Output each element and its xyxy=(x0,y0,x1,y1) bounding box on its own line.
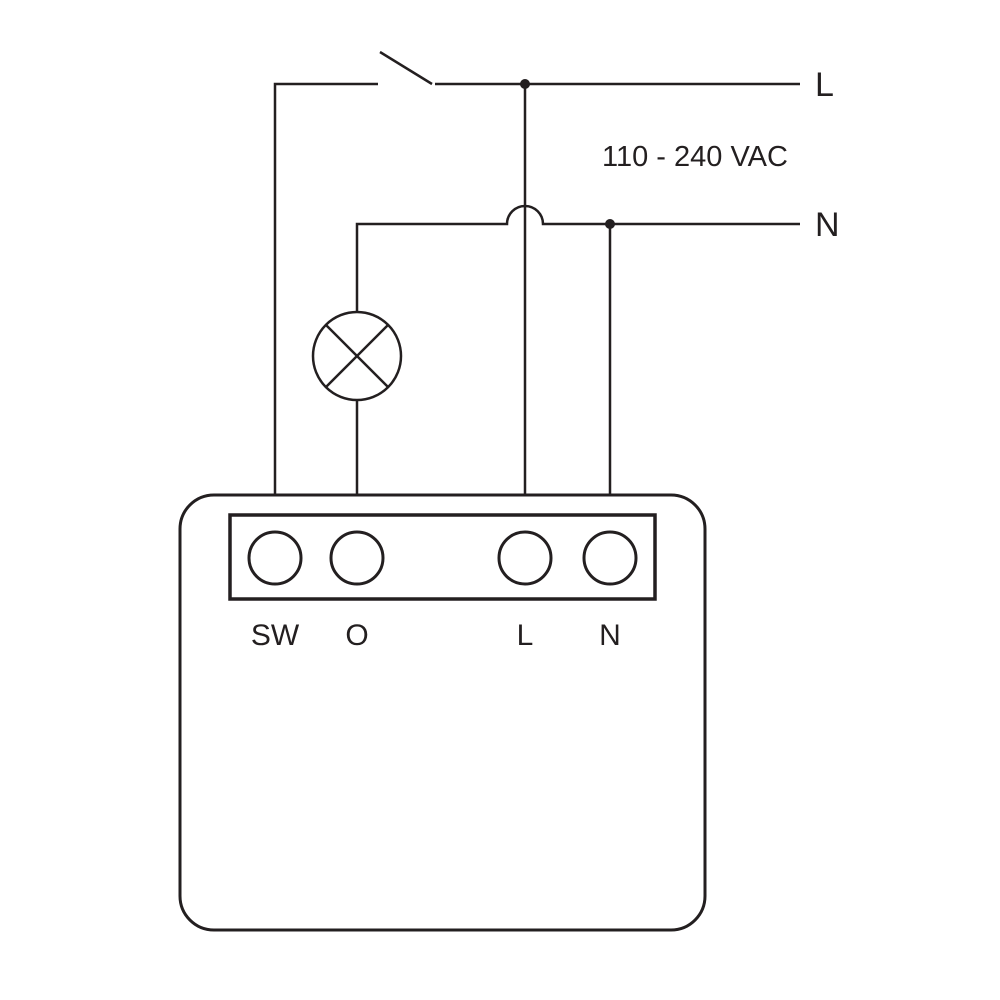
terminal-sw xyxy=(247,530,303,586)
relay-module xyxy=(178,493,707,932)
terminal-label-o: O xyxy=(345,619,368,652)
terminal-label-l: L xyxy=(517,619,534,652)
neutral-line xyxy=(355,204,800,495)
lamp-icon xyxy=(311,310,403,402)
terminal-n xyxy=(582,530,638,586)
terminal-block xyxy=(228,513,657,601)
live-line-label: L xyxy=(815,66,834,104)
terminal-label-n: N xyxy=(599,619,621,652)
terminal-l xyxy=(497,530,553,586)
wall-switch xyxy=(273,50,433,495)
terminal-o xyxy=(329,530,385,586)
voltage-label: 110 - 240 VAC xyxy=(602,141,788,173)
terminal-label-sw: SW xyxy=(251,619,300,652)
neutral-line-label: N xyxy=(815,206,840,244)
